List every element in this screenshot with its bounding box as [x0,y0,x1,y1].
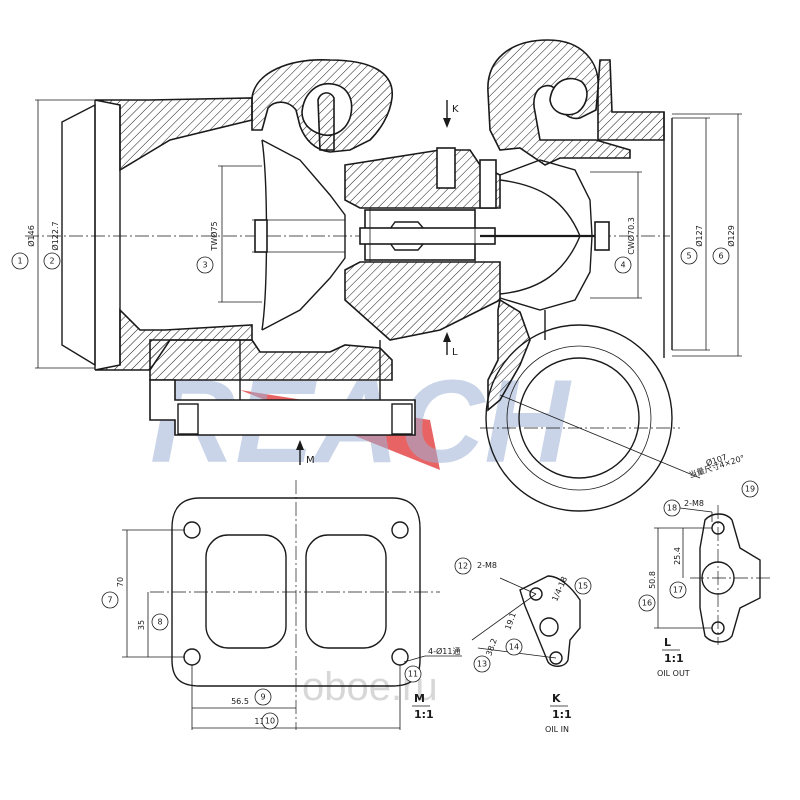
callout-11: 11 [404,665,422,683]
view-k-oil-in: 2-M8 1/4-18 19.1 38.2 K 1:1 OIL IN [471,561,581,734]
callout-15: 15 [574,577,592,595]
callout-18: 18 [663,499,681,517]
view-m-turbine-flange: 70 35 56.5 113 4-Ø11通 M 1:1 [116,480,462,730]
arrow-l-label: L [452,347,458,358]
dim-k-19-1: 19.1 [503,611,518,631]
dim-m70: 70 [116,577,125,587]
view-k-letter: K [552,692,561,705]
dim-tw75: TWØ75 [209,221,219,251]
callout-4: 4 [614,256,632,274]
svg-text:17: 17 [673,586,683,595]
callout-10: 10 [261,712,279,730]
callout-8: 8 [151,613,169,631]
callout-5: 5 [680,247,698,265]
dim-d127: Ø127 [694,225,704,247]
svg-text:19: 19 [745,485,755,494]
callout-12: 12 [454,557,472,575]
callout-7: 7 [101,591,119,609]
dim-l-25-4: 25.4 [673,547,682,565]
dim-cw70-3: CWØ70.3 [626,217,636,255]
svg-text:18: 18 [667,504,677,513]
view-k-caption: OIL IN [545,725,569,734]
dim-d122-7: Ø122.7 [50,221,60,250]
callout-9: 9 [254,688,272,706]
callout-13: 13 [473,655,491,673]
svg-text:14: 14 [509,643,519,652]
view-l-letter: L [664,636,671,649]
callout-17: 17 [669,581,687,599]
svg-text:9: 9 [260,693,265,702]
svg-text:11: 11 [408,670,418,679]
view-m-letter: M [414,692,425,705]
svg-text:5: 5 [686,252,691,261]
dim-m35: 35 [137,620,146,630]
dim-holes: 4-Ø11通 [428,646,460,656]
callout-14: 14 [505,638,523,656]
view-l-oil-out: 2-M8 50.8 25.4 L 1:1 OIL OUT [648,499,770,678]
dim-d146: Ø146 [26,225,36,247]
callout-3: 3 [196,256,214,274]
callout-1: 1 [11,252,29,270]
svg-text:8: 8 [157,618,162,627]
callout-6: 6 [712,247,730,265]
callout-19: 19 [741,480,759,498]
svg-text:16: 16 [642,599,652,608]
view-m-scale: 1:1 [414,708,434,721]
svg-text:1: 1 [17,257,22,266]
dim-l-thread-m8: 2-M8 [684,499,704,508]
callout-2: 2 [43,252,61,270]
dim-l-50-8: 50.8 [648,571,657,589]
svg-text:13: 13 [477,660,487,669]
dim-k-thread-m8: 2-M8 [477,561,497,570]
callout-bubbles: 1 2 3 4 5 6 7 8 9 10 11 12 13 14 15 16 1… [11,247,759,730]
svg-text:6: 6 [718,252,723,261]
dim-k-38-2: 38.2 [484,637,499,657]
svg-text:2: 2 [49,257,54,266]
svg-text:12: 12 [458,562,468,571]
svg-text:3: 3 [202,261,207,270]
view-l-scale: 1:1 [664,652,684,665]
svg-text:4: 4 [620,261,625,270]
view-k-scale: 1:1 [552,708,572,721]
dim-k-thread-npt: 1/4-18 [550,575,569,602]
svg-text:10: 10 [265,717,275,726]
svg-text:7: 7 [107,596,112,605]
dim-m56-5: 56.5 [231,697,249,706]
callout-16: 16 [638,594,656,612]
arrow-m-label: M [306,455,315,466]
dim-d129: Ø129 [726,225,736,247]
svg-text:15: 15 [578,582,588,591]
arrow-k-label: K [452,104,459,115]
view-l-caption: OIL OUT [657,669,690,678]
